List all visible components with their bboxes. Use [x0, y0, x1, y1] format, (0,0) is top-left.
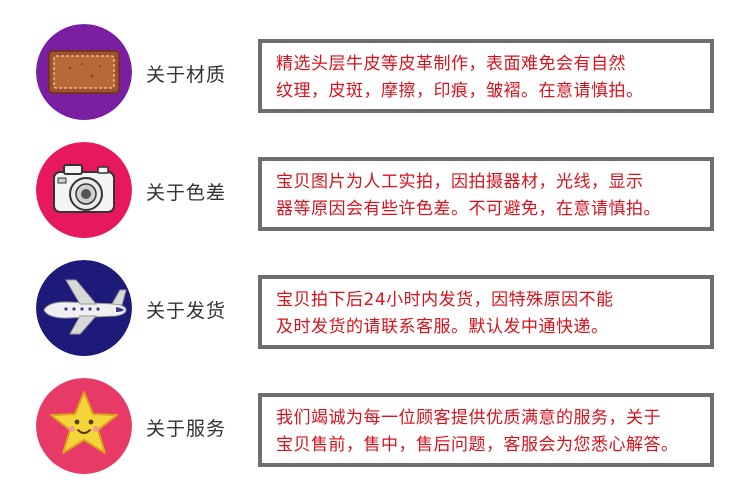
info-row-service: 关于服务 我们竭诚为每一位顾客提供优质满意的服务，关于 宝贝售前，售中，售后问题…: [0, 354, 750, 474]
material-label: 关于材质: [146, 64, 227, 86]
shipping-label: 关于发货: [146, 300, 227, 322]
info-row-material: 关于材质 精选头层牛皮等皮革制作，表面难免会有自然 纹理，皮斑，摩擦，印痕，皱褶…: [0, 0, 750, 120]
color-circle: [36, 142, 132, 238]
smiling-star-icon: [36, 378, 132, 474]
material-notice-box: 精选头层牛皮等皮革制作，表面难免会有自然 纹理，皮斑，摩擦，印痕，皱褶。在意请慎…: [258, 39, 714, 113]
info-row-shipping: 关于发货 宝贝拍下后24小时内发货，因特殊原因不能 及时发货的请联系客服。默认发…: [0, 236, 750, 356]
shipping-circle: [36, 260, 132, 356]
service-circle: [36, 378, 132, 474]
color-label: 关于色差: [146, 182, 227, 204]
info-row-color: 关于色差 宝贝图片为人工实拍，因拍摄器材，光线，显示 器等原因会有些许色差。不可…: [0, 118, 750, 238]
color-line-1: 宝贝图片为人工实拍，因拍摄器材，光线，显示: [276, 172, 644, 192]
service-label: 关于服务: [146, 418, 227, 440]
material-line-1: 精选头层牛皮等皮革制作，表面难免会有自然: [276, 54, 626, 74]
service-notice-box: 我们竭诚为每一位顾客提供优质满意的服务，关于 宝贝售前，售中，售后问题，客服会为…: [258, 393, 714, 467]
shipping-line-2: 及时发货的请联系客服。默认发中通快递。: [276, 317, 609, 337]
material-line-2: 纹理，皮斑，摩擦，印痕，皱褶。在意请慎拍。: [276, 81, 644, 101]
camera-icon: [36, 142, 132, 238]
service-line-1: 我们竭诚为每一位顾客提供优质满意的服务，关于: [276, 408, 661, 428]
material-circle: [36, 24, 132, 120]
color-line-2: 器等原因会有些许色差。不可避免，在意请慎拍。: [276, 199, 661, 219]
color-notice-box: 宝贝图片为人工实拍，因拍摄器材，光线，显示 器等原因会有些许色差。不可避免，在意…: [258, 157, 714, 231]
shipping-line-1: 宝贝拍下后24小时内发货，因特殊原因不能: [276, 290, 614, 310]
leather-patch-icon: [36, 24, 132, 120]
airplane-icon: [36, 260, 132, 356]
shipping-notice-box: 宝贝拍下后24小时内发货，因特殊原因不能 及时发货的请联系客服。默认发中通快递。: [258, 275, 714, 349]
service-line-2: 宝贝售前，售中，售后问题，客服会为您悉心解答。: [276, 435, 679, 455]
